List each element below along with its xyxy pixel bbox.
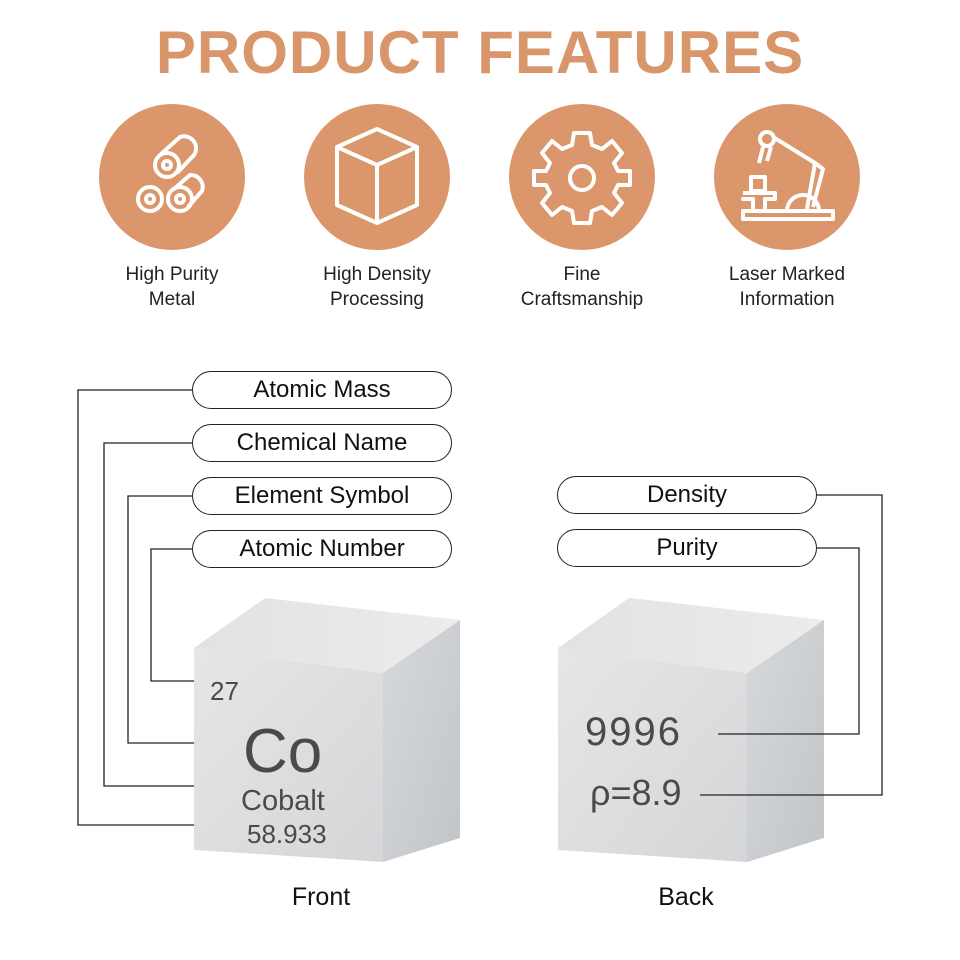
cube-icon <box>304 104 450 250</box>
cube-front-face <box>558 648 747 862</box>
callout-atomic-mass: Atomic Mass <box>192 371 452 409</box>
element-symbol: Co <box>243 717 322 786</box>
back-cube: 9996 ρ=8.9 <box>558 598 824 862</box>
feature-label: High Density Processing <box>323 264 431 310</box>
metal-rolls-icon <box>99 104 245 250</box>
callout-atomic-number: Atomic Number <box>192 530 452 568</box>
callout-lines <box>77 389 883 826</box>
feature-craftsmanship: Fine Craftsmanship <box>487 104 677 312</box>
cube-top-face <box>194 598 460 673</box>
cube-side-face <box>383 620 460 862</box>
purity-value: 9996 <box>585 710 682 754</box>
cube-side-face <box>747 620 824 862</box>
feature-label: Fine Craftsmanship <box>520 264 644 310</box>
chemical-name: Cobalt <box>241 785 325 817</box>
cube-front-face <box>194 648 383 862</box>
callout-purity: Purity <box>557 529 817 567</box>
density-value: ρ=8.9 <box>590 772 682 813</box>
feature-high-purity: High Purity Metal <box>77 104 267 312</box>
callout-density: Density <box>557 476 817 514</box>
feature-label: High Purity Metal <box>125 264 219 310</box>
atomic-number: 27 <box>210 676 239 706</box>
front-cube: 27 Co Cobalt 58.933 <box>194 598 460 862</box>
feature-label: Laser Marked Information <box>728 264 846 310</box>
front-caption: Front <box>291 883 351 911</box>
robot-arm-icon <box>714 104 860 250</box>
back-caption: Back <box>658 883 714 911</box>
callout-chemical-name: Chemical Name <box>192 424 452 462</box>
feature-laser-marked: Laser Marked Information <box>692 104 882 312</box>
callout-element-symbol: Element Symbol <box>192 477 452 515</box>
gear-icon <box>509 104 655 250</box>
page-title: PRODUCT FEATURES <box>155 19 805 86</box>
feature-high-density: High Density Processing <box>282 104 472 312</box>
atomic-mass: 58.933 <box>247 819 327 849</box>
cube-top-face <box>558 598 824 673</box>
